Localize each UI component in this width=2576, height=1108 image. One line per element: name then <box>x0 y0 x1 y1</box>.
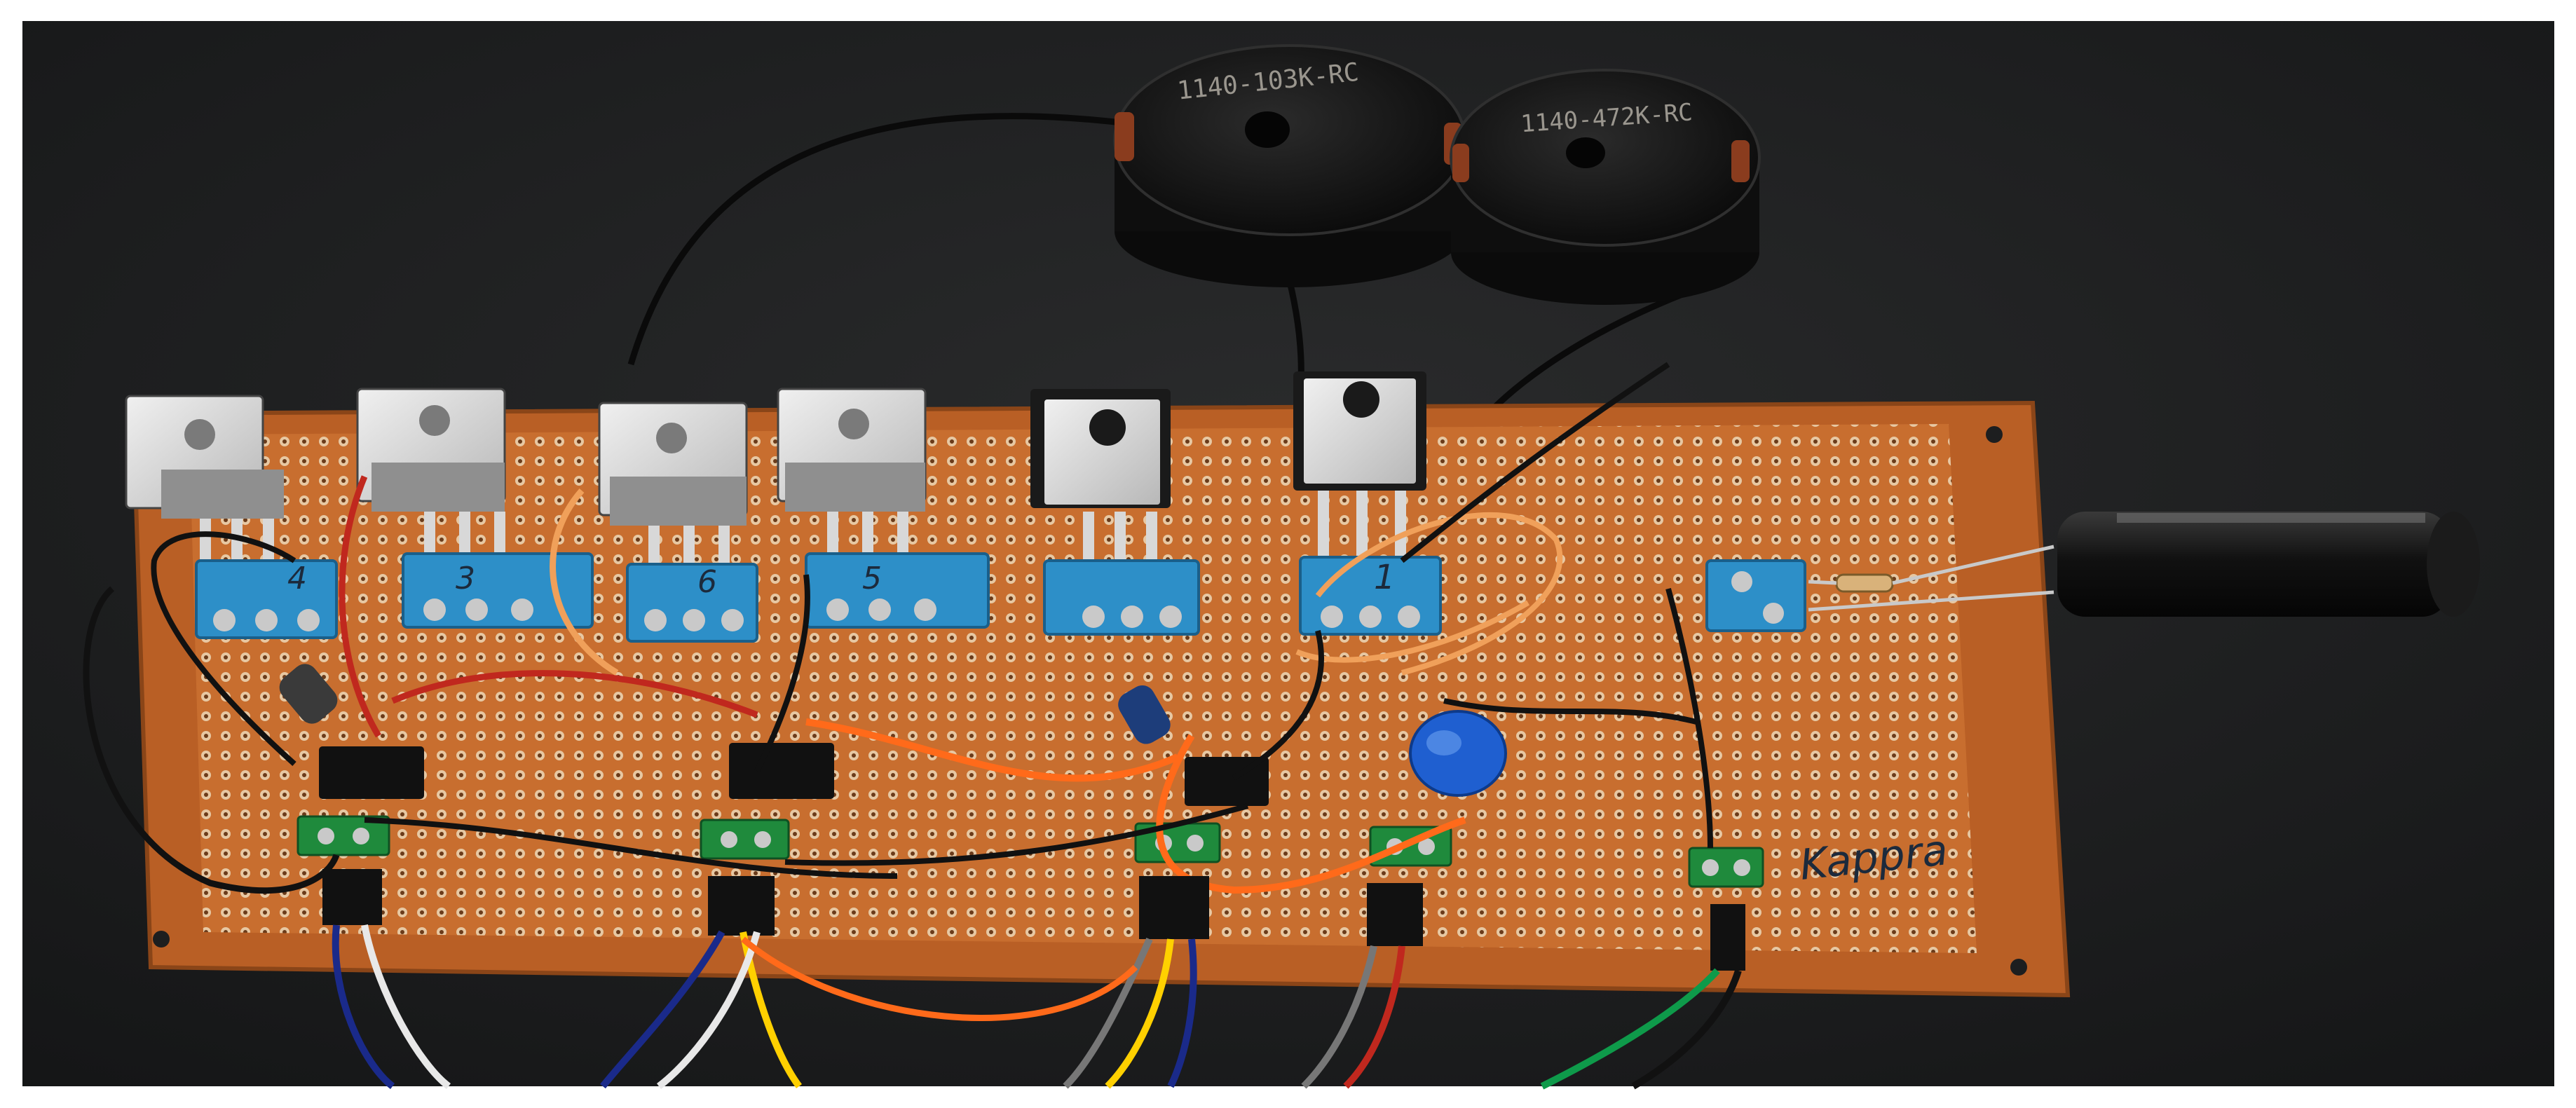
terminal-block <box>297 815 390 856</box>
terminal-mark: 1 <box>1374 558 1396 597</box>
electrolytic-capacitor-large <box>2057 512 2480 617</box>
terminal-block: 4 <box>195 559 338 639</box>
inductor-core-hole <box>1566 137 1605 168</box>
terminal-block <box>1705 559 1806 632</box>
inductor-right: 1140-472K-RC <box>1450 69 1761 305</box>
small-capacitor <box>1118 685 1171 744</box>
inductor-left: 1140-103K-RC <box>1113 44 1466 287</box>
terminal-mark: 3 <box>456 561 475 596</box>
power-transistor <box>777 388 927 575</box>
driver-ics <box>319 743 1269 806</box>
electrolytic-capacitor-blue <box>1409 710 1507 797</box>
ic-chip <box>319 746 424 799</box>
terminal-mark: 6 <box>697 564 717 600</box>
resistor <box>1835 573 1894 593</box>
mounting-hole <box>1986 426 2003 443</box>
terminal-block: 6 <box>626 563 758 643</box>
terminal-block: 3 <box>402 552 594 629</box>
ic-chip <box>729 743 834 799</box>
small-capacitor <box>279 664 338 724</box>
black-wire <box>627 113 1150 366</box>
jumper-wires <box>83 362 1713 894</box>
terminal-mark: 5 <box>862 561 882 596</box>
component-leads <box>1808 545 2054 612</box>
terminal-block <box>1688 847 1764 888</box>
terminal-block: 5 <box>805 552 990 629</box>
power-transistor <box>1030 389 1171 575</box>
terminal-block <box>700 819 790 860</box>
mounting-hole <box>2010 959 2027 976</box>
mounting-hole <box>153 931 170 948</box>
terminal-block <box>1043 559 1200 636</box>
terminal-mark: 4 <box>287 561 307 596</box>
inductor-core-hole <box>1245 111 1290 148</box>
dupont-wires <box>322 869 1745 1090</box>
power-transistor <box>1293 371 1426 568</box>
